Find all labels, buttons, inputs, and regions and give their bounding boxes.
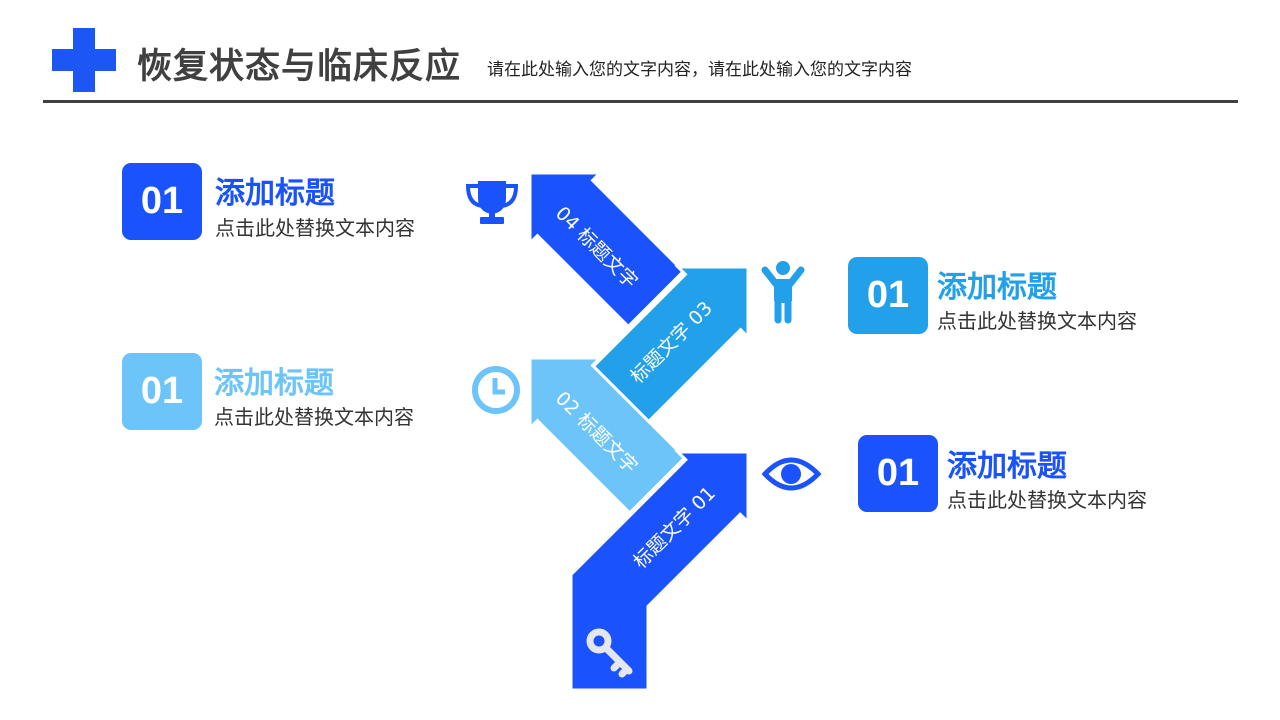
card-text: 点击此处替换文本内容: [937, 309, 1137, 333]
arrow-shape: [528, 356, 688, 516]
trophy-icon: [465, 181, 519, 224]
medical-cross-icon-bar: [52, 49, 116, 71]
key-icon: [586, 628, 633, 678]
page-title: 恢复状态与临床反应: [137, 47, 462, 87]
card-title: 添加标题: [947, 449, 1067, 484]
person-icon: [761, 261, 805, 324]
card-title: 添加标题: [215, 176, 335, 211]
card-text: 点击此处替换文本内容: [215, 216, 415, 240]
card-number-box: 01: [848, 257, 928, 334]
header-divider: [43, 100, 1238, 103]
card-text: 点击此处替换文本内容: [947, 488, 1147, 512]
page-subtitle: 请在此处输入您的文字内容，请在此处输入您的文字内容: [487, 60, 912, 80]
card-number-box: 01: [122, 163, 202, 240]
card-title: 添加标题: [214, 366, 334, 401]
card-title: 添加标题: [937, 270, 1057, 305]
card-number-box: 01: [858, 435, 938, 512]
clock-icon: [472, 366, 520, 414]
card-text: 点击此处替换文本内容: [214, 405, 414, 429]
eye-icon: [761, 457, 822, 491]
arrow-shape: [569, 450, 750, 692]
card-number-box: 01: [122, 353, 202, 430]
arrow-shape: [528, 171, 686, 329]
